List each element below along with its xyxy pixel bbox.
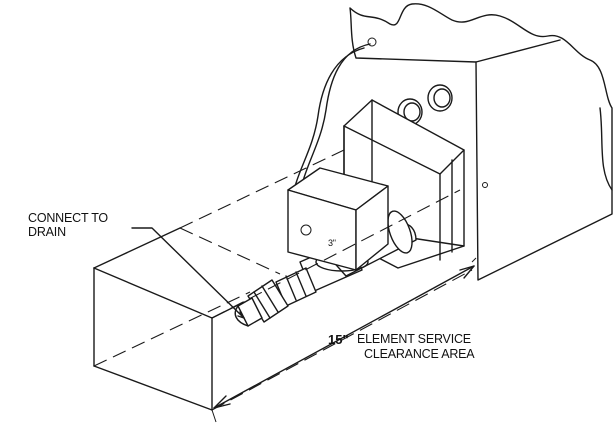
- clearance-area-label: CLEARANCE AREA: [364, 347, 475, 361]
- drain-fitting: [234, 267, 317, 327]
- clearance-box: [93, 149, 473, 411]
- panel-screw: [482, 182, 488, 188]
- dimension-line: [211, 257, 477, 423]
- box-screw: [300, 224, 312, 236]
- junction-box: [287, 167, 389, 271]
- wire-grommet: [367, 37, 377, 47]
- drain-leader-line: [131, 227, 245, 319]
- drain-label: DRAIN: [28, 225, 66, 239]
- small-dimension-mark: 3": [328, 238, 336, 248]
- connect-to-label: CONNECT TO: [28, 211, 108, 225]
- dimension-label: 15": [328, 332, 349, 347]
- element-service-label: ELEMENT SERVICE: [357, 332, 471, 346]
- dimension-arrow-left: [213, 395, 231, 409]
- knockout-hole-right: [427, 84, 453, 112]
- sensor-wire-2: [291, 47, 365, 209]
- dimension-arrow-right: [459, 265, 475, 279]
- drain-leader-arrow: [237, 311, 245, 319]
